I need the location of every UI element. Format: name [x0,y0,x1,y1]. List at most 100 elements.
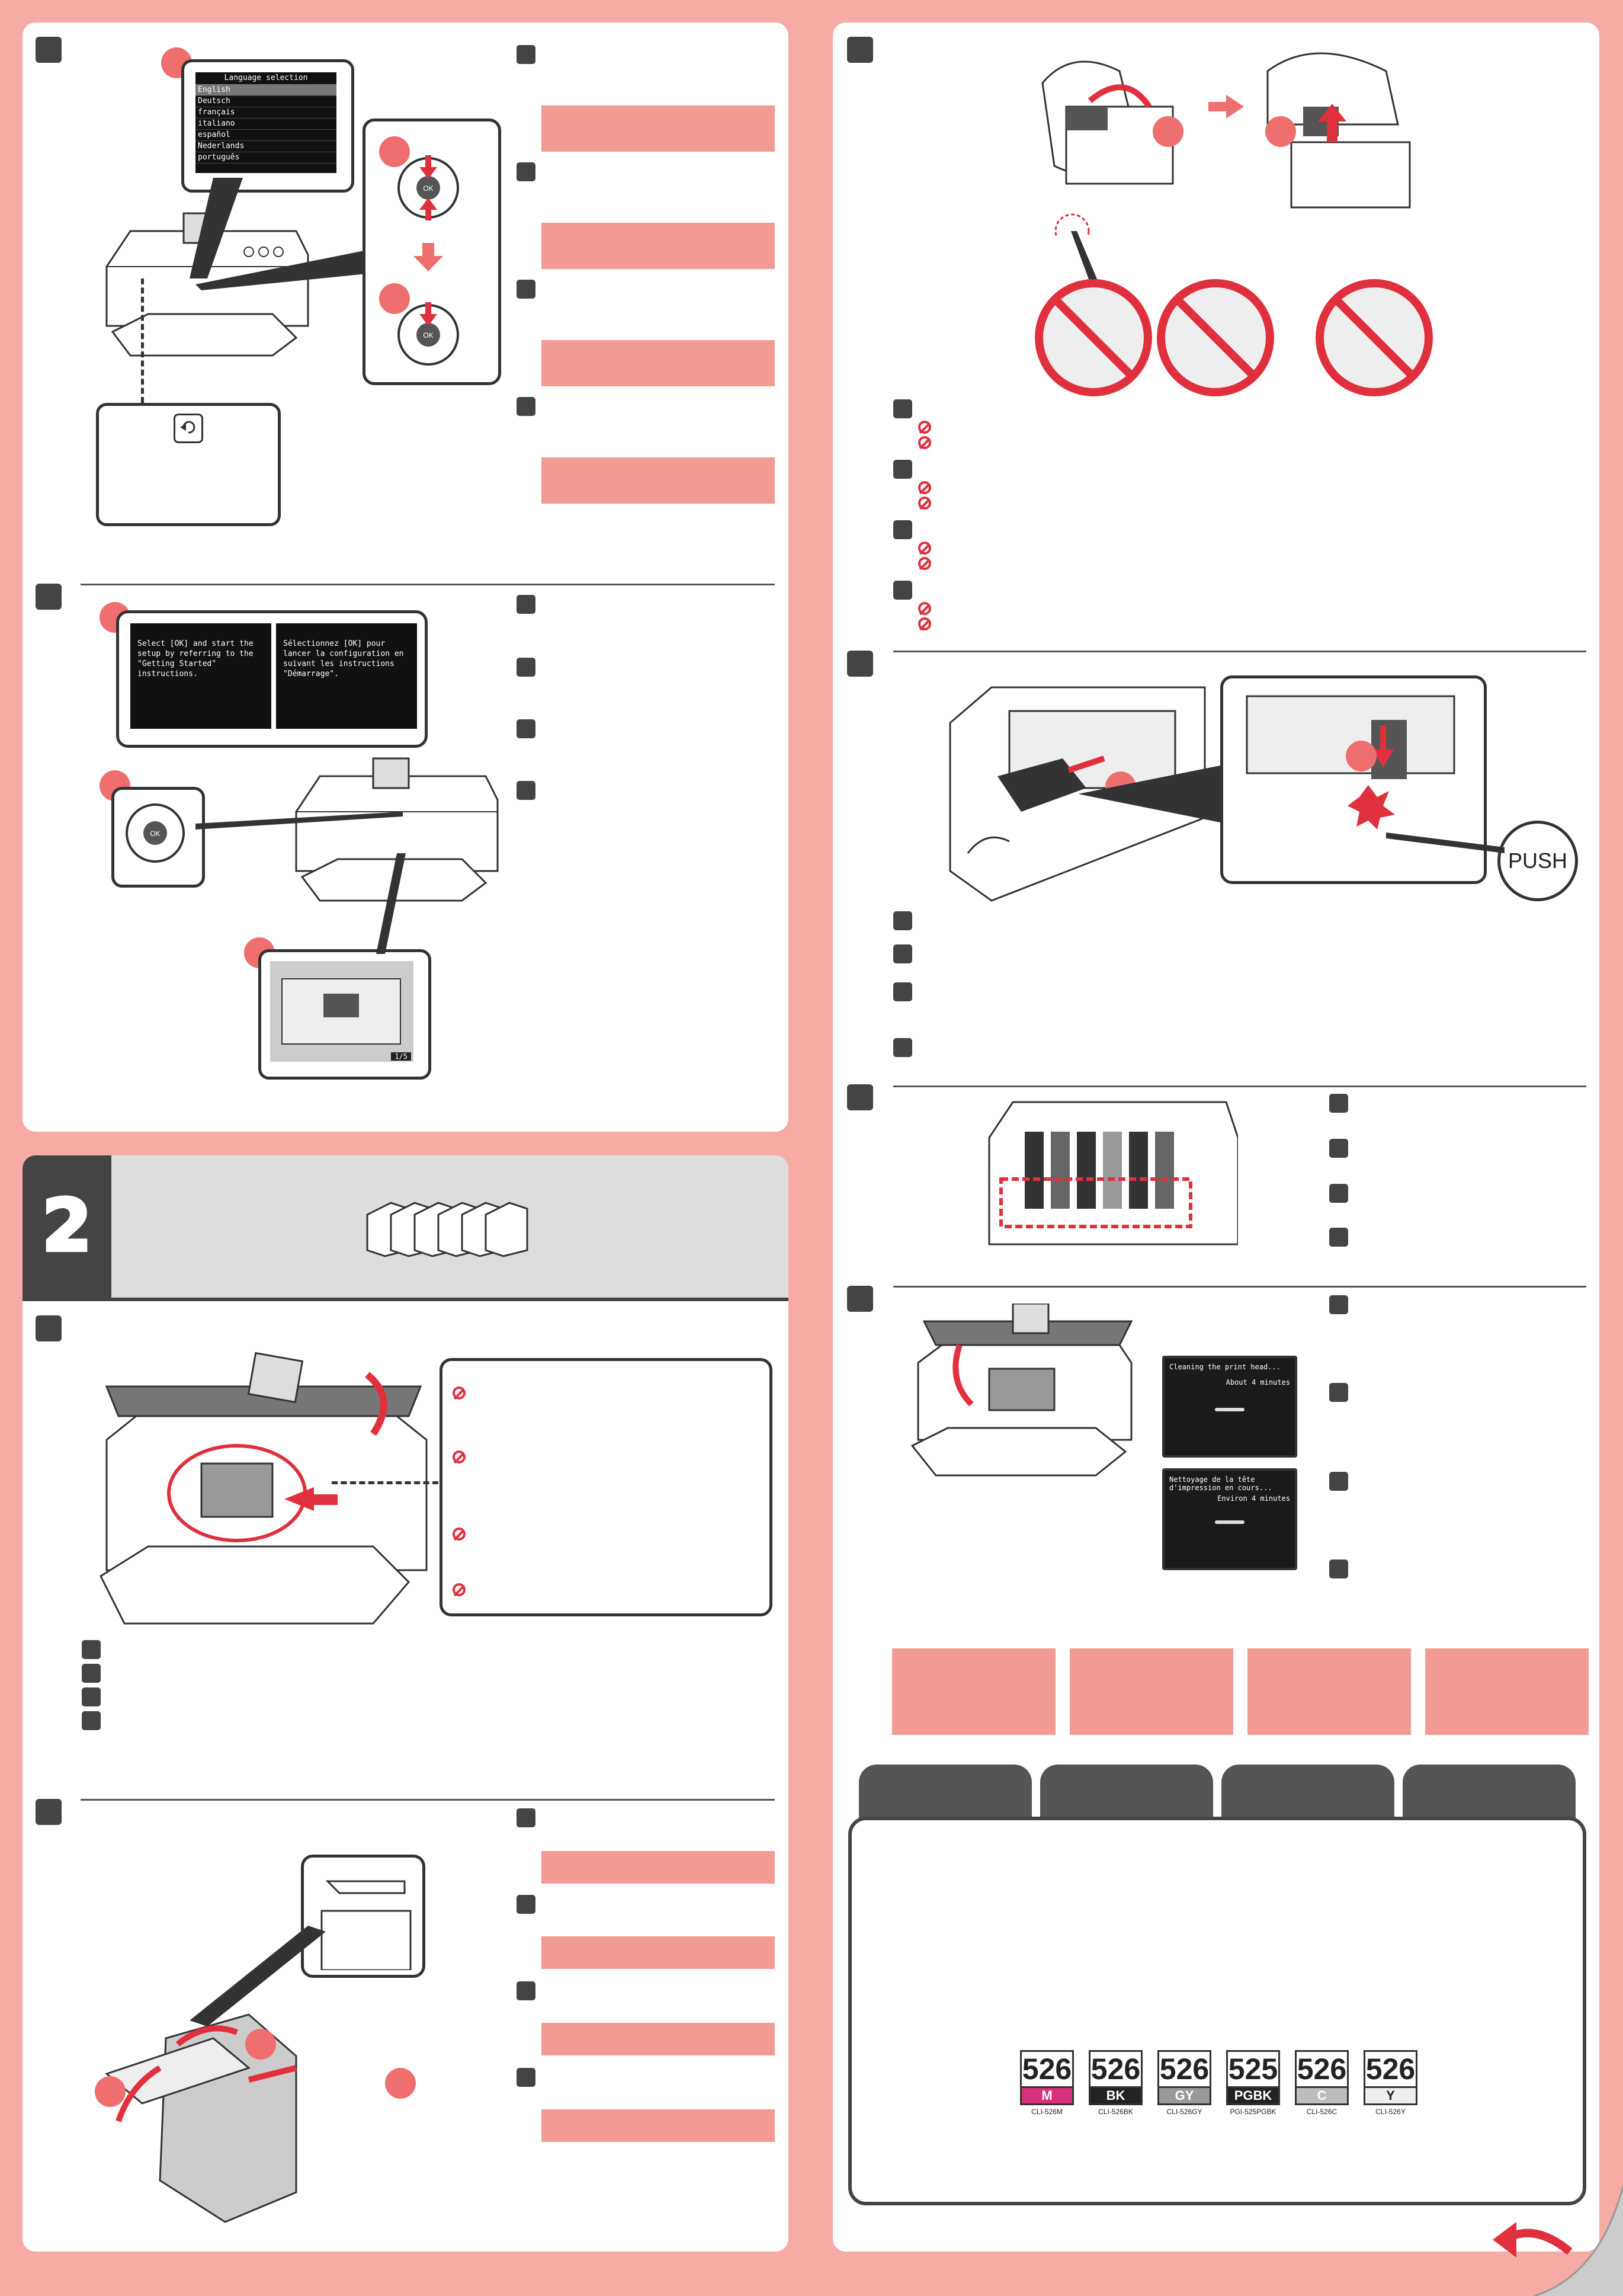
section-number: 2 [40,1185,94,1267]
step-marker [1329,1560,1348,1578]
dpad-icon[interactable]: OK [396,302,461,367]
tanks-lamps-illustration [977,1090,1238,1274]
step-marker [847,37,873,63]
ink-tank-code: CLI-526GY [1166,2108,1202,2116]
prohibited-icon [918,557,931,570]
progress-bar [1215,1408,1244,1411]
ink-tank-code: CLI-526C [1306,2108,1337,2116]
step-marker [1329,1228,1348,1247]
step-marker [1329,1295,1348,1314]
tank-insert-illustration [944,664,1217,912]
callout-dot [245,2029,276,2060]
ink-tank-c: 526 C CLI-526C [1295,2050,1349,2116]
step-marker [1329,1383,1348,1402]
section-header-dark [23,1155,111,1299]
ink-tank-number: 525 [1226,2050,1280,2088]
dashed-leader [141,278,150,403]
printer-open-illustration [89,1351,444,1629]
step-marker [517,162,535,181]
prohibited-icon [918,481,931,494]
step-marker [1329,1472,1348,1491]
page-curl-icon[interactable] [1481,2186,1623,2296]
cleaning-title-fr: Nettoyage de la tête d'impression en cou… [1169,1475,1272,1492]
callout-dot [1153,116,1183,147]
dashed-leader [332,1481,438,1487]
step-marker [36,37,62,63]
lcd-language-item[interactable]: Deutsch [195,96,336,107]
lcd-language-item[interactable]: français [195,107,336,119]
step-marker [893,944,912,963]
step-marker [1329,1184,1348,1203]
step-marker [847,651,873,677]
step-marker [82,1640,101,1659]
translation-bar [541,2109,775,2142]
ink-tank-band: Y [1364,2088,1417,2105]
translation-bar [541,457,775,504]
translation-box [1425,1648,1589,1735]
push-badge: PUSH [1497,821,1578,901]
lcd-language-item[interactable]: português [195,152,336,164]
connector-line [1066,231,1102,290]
step-marker [517,1895,535,1914]
dpad-icon[interactable]: OK [124,802,186,864]
callout-dot [95,2076,126,2107]
step-marker [82,1687,101,1706]
lcd-language-item[interactable]: Nederlands [195,141,336,152]
prohibited-circle [1156,278,1275,397]
step-marker [847,1084,873,1110]
prohibited-icon [453,1528,466,1541]
lcd-photo-screen: 1/5 [270,961,413,1062]
section-divider [81,584,775,585]
ink-tank-code: CLI-526BK [1098,2108,1133,2116]
connector-line [195,812,403,835]
step-marker [847,1286,873,1312]
callout-dot [1265,116,1296,147]
svg-text:OK: OK [423,331,433,340]
step-marker [517,719,535,738]
step-marker [36,1799,62,1825]
callout-dot [385,2068,416,2099]
step-marker [893,399,912,418]
ink-tank-band: GY [1157,2088,1211,2105]
step-marker [517,658,535,677]
prohibited-icon [918,542,931,555]
ink-tank-pgbk: 525 PGBK PGI-525PGBK [1226,2050,1280,2116]
translation-box [892,1648,1056,1735]
ink-tank-band: C [1295,2088,1349,2105]
translation-bar [541,2023,775,2055]
section-divider [893,651,1586,652]
lcd-language-item[interactable]: italiano [195,119,336,130]
ink-tank-number: 526 [1089,2050,1143,2088]
prohibited-icon [918,617,931,630]
ink-tank-y: 526 Y CLI-526Y [1364,2050,1417,2116]
dpad-icon[interactable]: OK [396,155,461,220]
prohibited-circle [1315,278,1433,397]
step-marker [517,595,535,614]
section-divider [81,1799,775,1801]
prohibited-circle [1034,278,1153,397]
prohibited-icon [918,421,931,434]
lcd-language-item[interactable]: español [195,130,336,141]
ink-tank-number: 526 [1364,2050,1417,2088]
step-marker [517,781,535,800]
printer-illustration [95,196,320,367]
connector-line [1386,830,1505,865]
push-label: PUSH [1507,848,1568,873]
back-icon[interactable] [174,414,203,443]
ink-tank-band: M [1020,2088,1074,2105]
ink-tank-number: 526 [1295,2050,1349,2088]
ink-tank-band: BK [1089,2088,1143,2105]
callout-dot [1346,741,1377,771]
translation-box [1070,1648,1233,1735]
translation-bar [541,223,775,269]
svg-text:OK: OK [423,184,433,193]
ink-tank-bk: 526 BK CLI-526BK [1089,2050,1143,2116]
callout-dot [379,283,410,314]
ink-tank-band: PGBK [1226,2088,1280,2105]
cleaning-time-en: About 4 minutes [1226,1378,1290,1386]
lcd-language-screen: Language selection English Deutsch franç… [195,72,336,173]
lcd-language-item[interactable]: English [195,85,336,96]
tank-cap-removal-illustration [1019,36,1469,237]
ink-tank-m: 526 M CLI-526M [1020,2050,1074,2116]
step-marker [893,581,912,600]
